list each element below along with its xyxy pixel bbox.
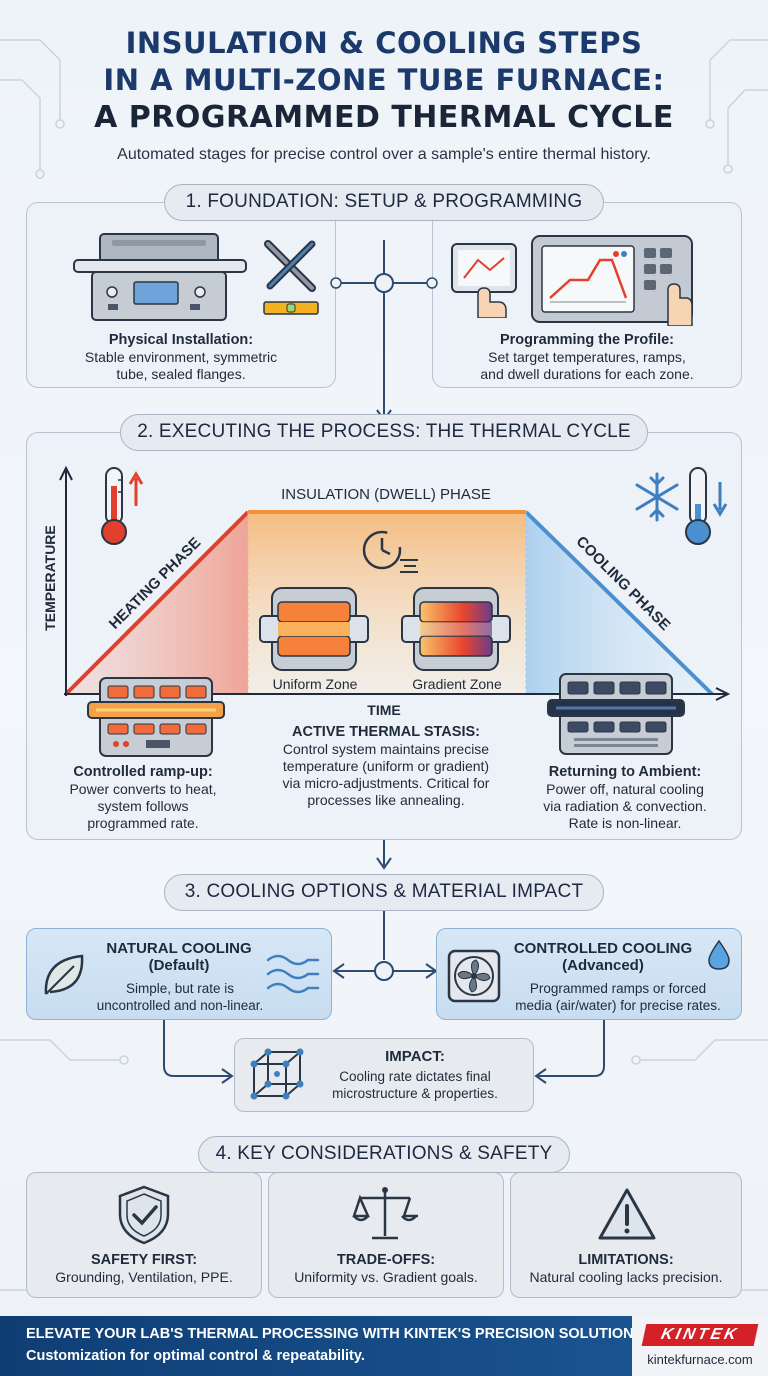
footer-brand-area: KINTEK kintekfurnace.com — [632, 1316, 768, 1376]
kintek-logo[interactable]: KINTEK — [641, 1324, 759, 1346]
title-line-3: A PROGRAMMED THERMAL CYCLE — [94, 100, 674, 135]
heating-furnace-icon — [87, 677, 225, 757]
physical-installation-heading: Physical Installation: — [108, 332, 254, 348]
impact-text: Cooling rate dictates final microstructu… — [332, 1069, 498, 1101]
uniform-zone-furnace-icon — [259, 587, 369, 671]
touch-tablet-icon — [451, 243, 517, 318]
dwell-phase-label: INSULATION (DWELL) PHASE — [281, 486, 491, 503]
warning-triangle-icon — [598, 1188, 656, 1240]
section4-title: 4. KEY CONSIDERATIONS & SAFETY — [198, 1136, 570, 1173]
water-drop-icon — [708, 939, 730, 970]
tradeoffs-caption: TRADE-OFFS: Uniformity vs. Gradient goal… — [268, 1252, 504, 1286]
impact-card — [234, 1038, 534, 1112]
tradeoffs-heading: TRADE-OFFS: — [336, 1252, 436, 1268]
cooling-caption-heading: Returning to Ambient: — [548, 764, 702, 780]
uniform-zone-label: Uniform Zone — [272, 676, 358, 692]
section3-title: 3. COOLING OPTIONS & MATERIAL IMPACT — [164, 874, 604, 911]
footer-headline: ELEVATE YOUR LAB'S THERMAL PROCESSING WI… — [26, 1326, 648, 1342]
tube-furnace-icon — [73, 233, 247, 321]
airflow-waves-icon — [266, 954, 320, 994]
footer-subline: Customization for optimal control & repe… — [26, 1348, 365, 1364]
gradient-zone-furnace-icon — [401, 587, 511, 671]
subtitle: Automated stages for precise control ove… — [117, 146, 651, 163]
natural-cooling-text: Simple, but rate is uncontrolled and non… — [96, 981, 264, 1013]
leaf-icon — [44, 954, 84, 995]
safety-first-caption: SAFETY FIRST: Grounding, Ventilation, PP… — [26, 1252, 262, 1286]
thermometer-rising-icon — [101, 467, 144, 545]
dwell-caption-heading: ACTIVE THERMAL STASIS: — [292, 724, 480, 740]
title-line-1: INSULATION & COOLING STEPS — [125, 26, 643, 60]
time-axis-label: TIME — [367, 702, 401, 718]
cooling-furnace-icon — [547, 673, 685, 755]
cooling-caption: Returning to Ambient: Power off, natural… — [520, 764, 730, 832]
physical-installation-caption: Physical Installation: Stable environmen… — [26, 332, 336, 383]
crystal-lattice-icon — [250, 1048, 304, 1100]
fan-icon — [447, 949, 501, 1003]
safety-first-heading: SAFETY FIRST: — [90, 1252, 198, 1268]
snowflake-icon — [635, 472, 679, 522]
limitations-caption: LIMITATIONS: Natural cooling lacks preci… — [510, 1252, 742, 1286]
programming-profile-heading: Programming the Profile: — [499, 332, 675, 348]
section1-connectors — [330, 240, 438, 422]
heating-caption: Controlled ramp-up: Power converts to he… — [40, 764, 246, 832]
gradient-zone-label: Gradient Zone — [412, 676, 502, 692]
heating-caption-heading: Controlled ramp-up: — [73, 764, 213, 780]
shield-check-icon — [118, 1185, 170, 1245]
section2-title: 2. EXECUTING THE PROCESS: THE THERMAL CY… — [120, 414, 648, 451]
website-link[interactable]: kintekfurnace.com — [647, 1352, 753, 1367]
clock-timer-icon — [362, 530, 418, 573]
controlled-cooling-title: CONTROLLED COOLING (Advanced) — [513, 940, 693, 974]
natural-cooling-title: NATURAL COOLING (Default) — [106, 940, 252, 974]
title-line-2: IN A MULTI-ZONE TUBE FURNACE: — [103, 63, 665, 97]
control-panel-icon — [531, 235, 693, 326]
footer-banner: ELEVATE YOUR LAB'S THERMAL PROCESSING WI… — [0, 1316, 768, 1376]
balance-scale-icon — [352, 1187, 418, 1240]
limitations-heading: LIMITATIONS: — [578, 1252, 674, 1268]
dwell-caption: ACTIVE THERMAL STASIS: Control system ma… — [248, 724, 524, 809]
controlled-cooling-text: Programmed ramps or forced media (air/wa… — [515, 981, 721, 1013]
impact-title: IMPACT: — [385, 1048, 445, 1065]
temperature-axis-label: TEMPERATURE — [42, 525, 58, 631]
programming-profile-caption: Programming the Profile: Set target temp… — [432, 332, 742, 383]
natural-cooling-card — [26, 928, 332, 1020]
section1-title: 1. FOUNDATION: SETUP & PROGRAMMING — [164, 184, 604, 221]
wrench-screwdriver-icon — [263, 240, 319, 315]
thermometer-falling-icon — [685, 467, 728, 545]
